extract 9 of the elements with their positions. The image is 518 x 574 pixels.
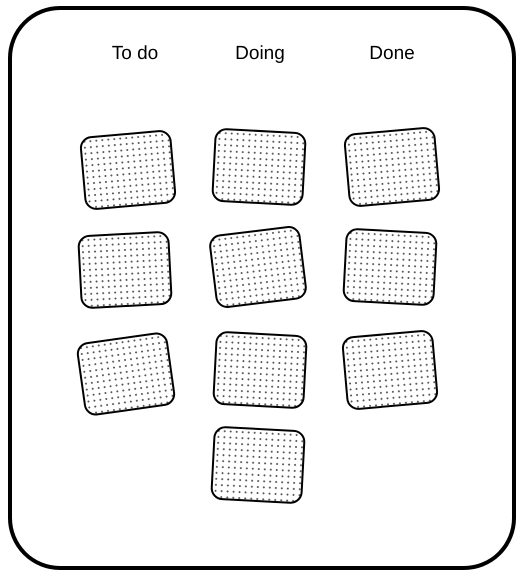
board-frame [8,6,516,570]
column-heading: Done [369,43,415,65]
column-heading: To do [112,43,158,65]
sticky-note [212,330,308,410]
column-heading: Doing [235,43,285,65]
sticky-note [77,230,173,310]
sticky-note [342,228,438,306]
sticky-note [210,426,306,504]
sticky-note [211,128,307,206]
